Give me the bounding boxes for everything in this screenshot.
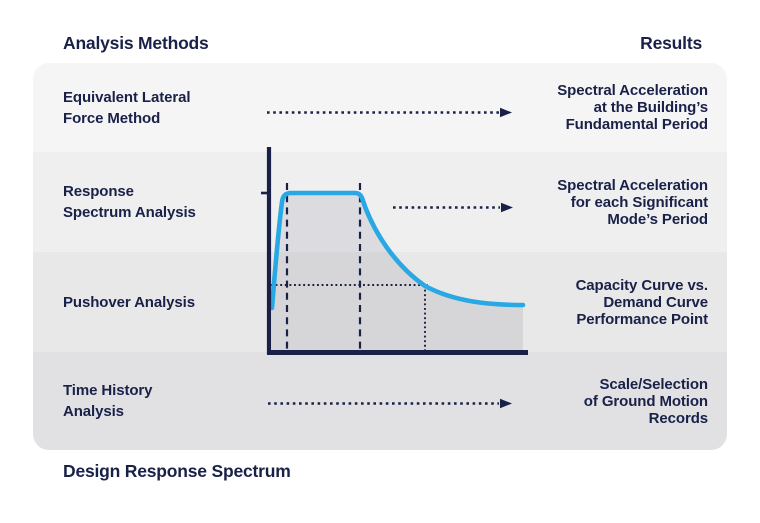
analysis-methods-heading: Analysis Methods: [63, 33, 209, 53]
dashed-arrow-icon: [393, 202, 513, 213]
method-label: Time History Analysis: [63, 382, 153, 420]
result-label: Scale/Selection of Ground Motion Records: [583, 375, 708, 427]
spectrum-chart: [261, 147, 528, 355]
method-label: Equivalent Lateral Force Method: [63, 88, 191, 127]
dashed-arrow-icon: [268, 398, 512, 409]
row-equivalent-lateral-force: Equivalent Lateral Force Method Spectral…: [33, 63, 727, 152]
result-label: Spectral Acceleration at the Building’s …: [557, 82, 708, 133]
chart-title: Design Response Spectrum: [63, 461, 291, 481]
method-label: Response Spectrum Analysis: [63, 183, 196, 221]
method-label: Pushover Analysis: [63, 293, 195, 311]
row-pushover: Pushover Analysis Capacity Curve vs. Dem…: [33, 252, 727, 352]
result-label: Capacity Curve vs. Demand Curve Performa…: [575, 276, 709, 328]
results-heading: Results: [640, 33, 702, 53]
row-time-history: Time History Analysis Scale/Selection of…: [33, 352, 727, 450]
under-curve-area: [272, 193, 523, 350]
result-label: Spectral Acceleration for each Significa…: [557, 176, 708, 228]
design-spectrum-curve: [269, 190, 526, 311]
dashed-arrow-icon: [267, 107, 512, 118]
